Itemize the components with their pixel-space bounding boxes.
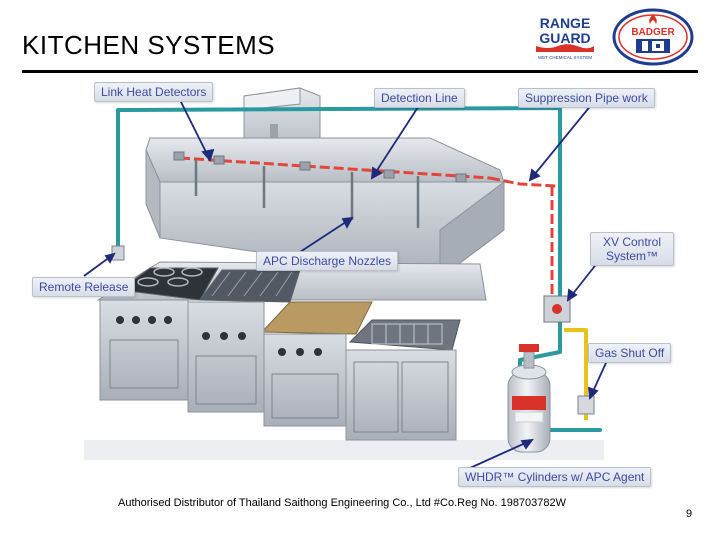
callout-link-heat-detectors: Link Heat Detectors <box>94 82 214 102</box>
page-number: 9 <box>686 508 693 520</box>
callout-detection-line: Detection Line <box>374 88 465 108</box>
gas-shut-off-valve <box>577 395 595 415</box>
exhaust-duct <box>243 87 321 147</box>
range-guard-logo-tagline: WET CHEMICAL SYSTEM <box>538 55 592 60</box>
gas-line <box>564 328 588 420</box>
whdr-cylinder <box>507 344 551 453</box>
burner-grates <box>137 267 203 287</box>
range-guard-logo-line1: RANGE <box>540 15 591 31</box>
callout-suppression-pipe-work: Suppression Pipe work <box>518 88 655 108</box>
cooking-appliances <box>96 261 487 441</box>
remote-release-box <box>111 245 125 261</box>
callout-remote-release: Remote Release <box>32 277 136 297</box>
page-title: KITCHEN SYSTEMS <box>22 30 276 60</box>
xv-control-box <box>543 295 571 323</box>
callout-xv-control-line1: XV Control <box>602 235 662 249</box>
floor-shadow <box>84 440 604 460</box>
callout-apc-discharge-nozzles: APC Discharge Nozzles <box>256 251 399 271</box>
suppression-pipework <box>116 106 602 432</box>
callout-xv-control-line2: System™ <box>605 249 658 263</box>
title-divider <box>22 70 698 73</box>
badger-logo: BADGER <box>612 8 694 66</box>
callout-whdr-cylinders: WHDR™ Cylinders w/ APC Agent <box>458 467 652 487</box>
range-guard-logo-line2: GUARD <box>539 30 590 46</box>
detection-line <box>179 156 557 300</box>
nozzle-drops <box>194 160 420 228</box>
footer-text: Authorised Distributor of Thailand Saith… <box>118 497 567 509</box>
heat-detectors <box>173 151 467 183</box>
callout-gas-shut-off: Gas Shut Off <box>588 343 672 363</box>
range-guard-logo: RANGE GUARD WET CHEMICAL SYSTEM <box>536 15 594 60</box>
callout-xv-control-system: XV Control System™ <box>590 232 674 266</box>
badger-logo-text: BADGER <box>631 27 675 38</box>
